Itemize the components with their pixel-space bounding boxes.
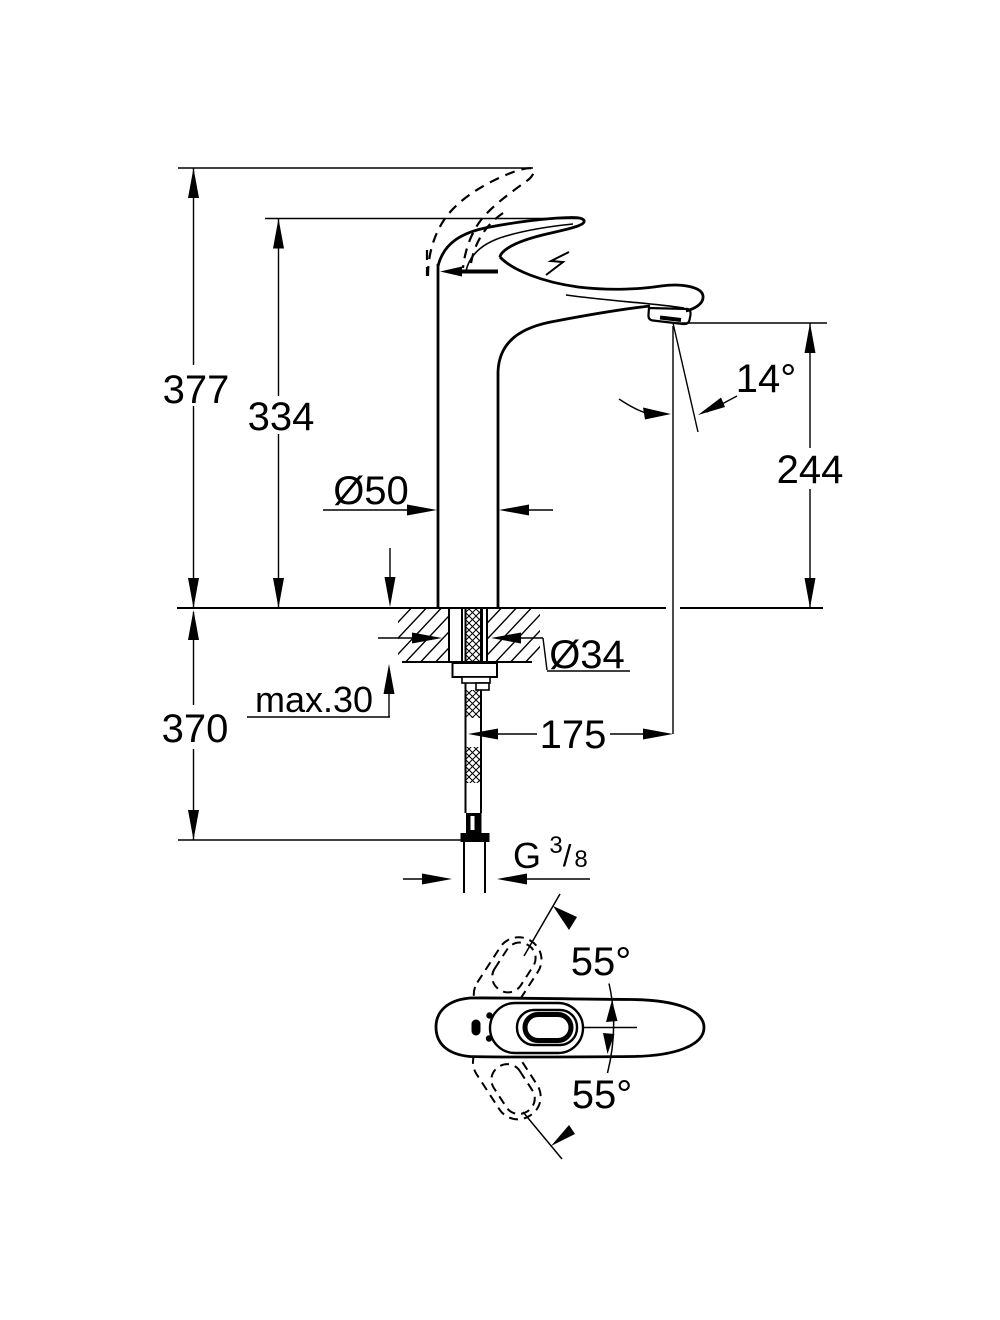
label-55deg-bottom: 55° [572, 1073, 633, 1117]
stream-angle-line [672, 322, 699, 433]
hose-braid-2 [465, 690, 481, 718]
dim-370-arrow-up [188, 610, 199, 640]
hose-braid-1 [465, 608, 481, 663]
handle-crease-zigzag [545, 251, 570, 276]
label-dia34: Ø34 [549, 633, 625, 677]
connector-nut [460, 833, 490, 842]
label-dia50: Ø50 [333, 469, 409, 513]
dim-377 [188, 168, 199, 608]
handle-dashed-position [425, 167, 535, 277]
dim-370-arrow-down [188, 810, 199, 840]
dim-dia34 [378, 632, 630, 672]
plan-view [434, 893, 706, 1160]
label-thread-num: 3 [549, 832, 562, 859]
dim-max30-arrow-up [383, 664, 395, 694]
dim-244-arrow-down [804, 578, 816, 608]
swing-down-arrow [551, 1125, 575, 1146]
shank-and-hose [448, 608, 498, 893]
mounting-flange [451, 662, 498, 678]
handle-plan [434, 996, 706, 1059]
aerator-slot [659, 315, 682, 322]
dim-max30-arrow-down [384, 577, 396, 607]
dim-370 [188, 610, 199, 840]
stream-angle-arc-arrow [643, 407, 671, 420]
dim-dia34-leader [542, 637, 630, 672]
dim-g38-arrow-right [422, 873, 452, 885]
dim-244 [804, 323, 816, 608]
dim-334-arrow-up [273, 218, 284, 249]
dim-14deg [618, 322, 738, 433]
swing-arc-arrow-up [606, 1000, 618, 1022]
label-thread-den: 8 [574, 846, 587, 873]
plan-view-labels: 55° 55° [571, 940, 633, 1117]
handle-dashed-inner [469, 210, 507, 264]
spout-top-edge [498, 256, 705, 313]
label-thread-g: G [513, 835, 541, 876]
label-175: 175 [540, 713, 607, 757]
label-377: 377 [163, 368, 230, 412]
grip-ring-inner [522, 1012, 574, 1043]
hose-braid-3 [465, 747, 481, 783]
hose-connector-slit [470, 816, 475, 830]
aerator [647, 306, 692, 326]
dim-334-arrow-down [273, 578, 284, 608]
flange-stub [475, 682, 490, 691]
thread-tube [463, 842, 486, 893]
faucet-outline [436, 216, 705, 608]
handle-dashed-outer [426, 167, 535, 277]
label-max30: max.30 [255, 679, 373, 720]
shank-walls [448, 608, 488, 663]
dim-max30 [247, 548, 396, 718]
dim-244-arrow-up [804, 323, 816, 353]
label-14deg: 14° [736, 357, 797, 401]
swung-up-ring [491, 941, 537, 994]
dim-14deg-arrow [698, 397, 725, 415]
flange-step [461, 676, 491, 684]
swung-down-ring [490, 1063, 536, 1115]
dim-g38-arrow-left [497, 873, 527, 885]
dim-dia50 [323, 504, 553, 516]
dim-dia34-arrow-left [491, 632, 521, 644]
handle-outline [436, 216, 586, 267]
dim-dia50-arrow-right [407, 504, 437, 516]
dim-175-arrow-left [468, 728, 498, 740]
dim-334 [273, 218, 284, 608]
temp-marker-bar [471, 1019, 481, 1036]
dim-175-arrow-right [643, 728, 673, 740]
swing-up-leader [523, 893, 561, 957]
dim-dia34-arrow-right [412, 632, 442, 644]
side-view-labels: 377 334 370 244 Ø50 Ø34 max.30 175 14° G… [162, 357, 844, 876]
handle-pivot-wedge [440, 266, 462, 277]
grip-ring-outer [515, 1008, 579, 1047]
swing-arc-arrow-down [603, 1033, 615, 1054]
side-view [177, 167, 827, 893]
dim-max30-leader [247, 692, 390, 718]
temp-dot-top [486, 1012, 493, 1019]
body-right-and-spout-underside [496, 304, 651, 608]
dim-175 [468, 728, 673, 740]
spout-crease-line [565, 294, 685, 309]
swing-up-arrow [553, 906, 577, 930]
dim-g38 [403, 873, 590, 885]
label-55deg-top: 55° [571, 940, 632, 984]
dim-377-arrow-down [188, 578, 199, 608]
dim-377-arrow-up [188, 168, 199, 198]
swing-down-leader [522, 1111, 563, 1160]
label-244: 244 [777, 448, 844, 492]
extension-lines [177, 167, 827, 841]
label-thread-slash: / [563, 838, 572, 873]
dim-55deg [522, 893, 618, 1160]
swing-arc-line [606, 983, 615, 1074]
label-334: 334 [248, 395, 315, 439]
temp-dot-bottom [485, 1035, 493, 1042]
label-370: 370 [162, 707, 229, 751]
dim-dia50-arrow-left [499, 504, 529, 516]
